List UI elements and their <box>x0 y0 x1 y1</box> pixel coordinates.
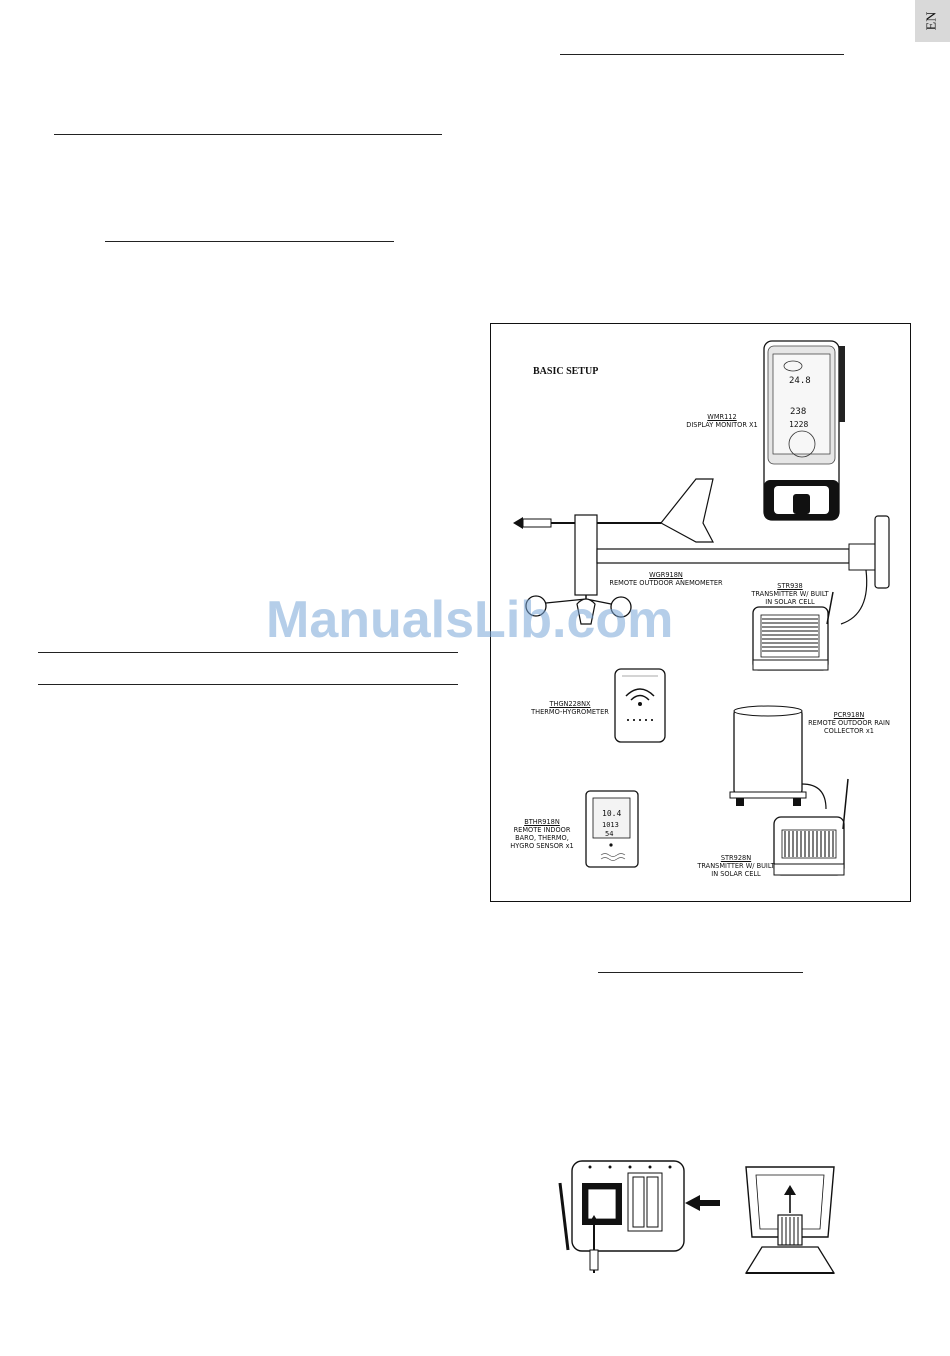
svg-text:54: 54 <box>605 830 613 838</box>
display-monitor-icon: 24.8 238 1228 <box>763 340 845 521</box>
part-desc: TRANSMITTER W/ BUILT IN SOLAR CELL <box>697 862 775 878</box>
language-tab: EN <box>915 0 950 42</box>
figure-heading: BASIC SETUP <box>533 366 599 377</box>
part-model: THGN228NX <box>549 700 591 708</box>
heading-rule-4 <box>38 652 458 653</box>
part-label-wmr112: WMR112 DISPLAY MONITOR X1 <box>677 413 767 429</box>
svg-text:24.8: 24.8 <box>789 376 811 386</box>
part-label-bthr918n: BTHR918N REMOTE INDOOR BARO, THERMO, HYG… <box>503 818 581 850</box>
svg-text:10.4: 10.4 <box>602 809 621 818</box>
svg-text:238: 238 <box>790 407 806 417</box>
part-desc: REMOTE INDOOR BARO, THERMO, HYGRO SENSOR… <box>510 826 574 850</box>
transmitter-back-icon <box>558 1160 685 1273</box>
part-label-wgr918n: WGR918N REMOTE OUTDOOR ANEMOMETER <box>591 571 741 587</box>
part-label-pcr918n: PCR918N REMOTE OUTDOOR RAIN COLLECTOR x1 <box>807 711 891 735</box>
str928n-transmitter-icon <box>773 778 849 876</box>
part-model: WMR112 <box>707 413 737 421</box>
basic-setup-figure: BASIC SETUP 24.8 238 1228 <box>490 323 911 902</box>
heading-rule-1 <box>560 54 844 55</box>
language-tab-label: EN <box>924 11 940 31</box>
part-model: PCR918N <box>833 711 865 719</box>
part-desc: THERMO-HYGROMETER <box>531 708 609 716</box>
part-label-str928n: STR928N TRANSMITTER W/ BUILT IN SOLAR CE… <box>695 854 777 878</box>
part-model: WGR918N <box>649 571 683 579</box>
rain-collector-icon <box>729 705 827 810</box>
svg-text:1013: 1013 <box>602 821 619 829</box>
part-desc: REMOTE OUTDOOR RAIN COLLECTOR x1 <box>808 719 890 735</box>
installation-illustration <box>558 1160 836 1274</box>
anemometer-icon <box>513 478 890 625</box>
part-model: STR928N <box>720 854 752 862</box>
heading-rule-6 <box>598 972 803 973</box>
indoor-sensor-icon: 10.4 1013 54 <box>585 790 639 868</box>
part-desc: TRANSMITTER W/ BUILT IN SOLAR CELL <box>751 590 829 606</box>
heading-rule-5 <box>38 684 458 685</box>
part-label-thgn228nx: THGN228NX THERMO-HYGROMETER <box>529 700 611 716</box>
arrow-left-icon <box>685 1195 720 1211</box>
part-model: BTHR918N <box>524 818 560 826</box>
svg-text:1228: 1228 <box>789 420 808 429</box>
str938-transmitter-icon <box>752 591 834 671</box>
setup-illustration: 24.8 238 1228 <box>513 340 890 876</box>
heading-rule-2 <box>54 134 442 135</box>
part-model: STR938 <box>777 582 803 590</box>
watermark: ManualsLib.com <box>266 591 674 649</box>
part-desc: DISPLAY MONITOR X1 <box>686 421 758 429</box>
part-desc: REMOTE OUTDOOR ANEMOMETER <box>609 579 723 587</box>
part-label-str938: STR938 TRANSMITTER W/ BUILT IN SOLAR CEL… <box>749 582 831 606</box>
transmitter-stand-icon <box>744 1166 836 1274</box>
thermo-hygrometer-icon <box>614 668 666 743</box>
heading-rule-3 <box>105 241 394 242</box>
